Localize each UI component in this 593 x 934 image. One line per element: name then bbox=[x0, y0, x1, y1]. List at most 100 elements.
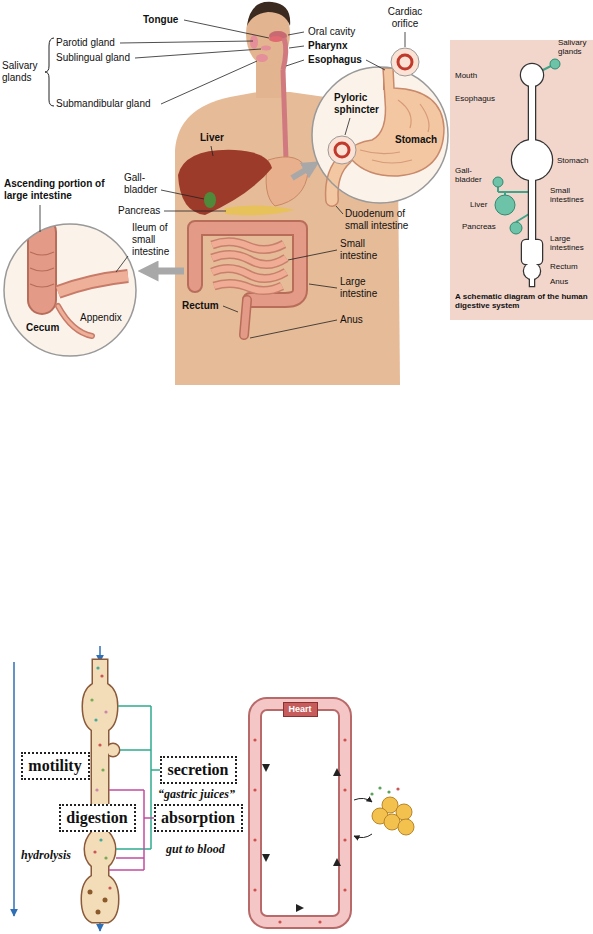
gut-particle bbox=[108, 886, 111, 889]
part-label: Pharynx bbox=[308, 40, 347, 52]
flow-diagram bbox=[262, 764, 341, 912]
zoom-arrow bbox=[148, 268, 184, 275]
schematic-panel bbox=[512, 64, 552, 286]
mouth-glands bbox=[261, 46, 271, 51]
cecum-inset bbox=[58, 276, 128, 292]
process-note: gut to blood bbox=[166, 842, 225, 856]
cecum-inset bbox=[58, 276, 128, 292]
schematic-label: Anus bbox=[550, 277, 568, 286]
gut-particle bbox=[93, 850, 96, 853]
body-cells bbox=[387, 790, 390, 793]
part-label: Stomach bbox=[394, 134, 438, 146]
cecum-inset bbox=[27, 232, 57, 300]
process-box: digestion bbox=[59, 804, 136, 832]
part-label: Salivary glands bbox=[2, 60, 42, 84]
leader-line bbox=[309, 284, 337, 288]
part-label: Anus bbox=[340, 314, 363, 326]
blood-cell bbox=[343, 738, 346, 741]
schematic-panel bbox=[495, 195, 515, 215]
body-cells bbox=[370, 786, 414, 835]
gut-particle bbox=[96, 666, 99, 669]
process-box: motility bbox=[21, 752, 90, 780]
node-text: secretion bbox=[167, 761, 228, 779]
schematic-label: Large intestines bbox=[550, 234, 590, 252]
schematic-panel bbox=[450, 40, 593, 320]
part-label: Pancreas bbox=[118, 205, 160, 217]
leader-line bbox=[405, 32, 406, 47]
flow-diagram bbox=[354, 798, 372, 802]
schematic-panel bbox=[450, 40, 593, 320]
flow-diagram bbox=[82, 660, 119, 922]
gut-particle bbox=[94, 718, 97, 721]
blood-cell bbox=[318, 920, 321, 923]
blood-cell bbox=[253, 888, 256, 891]
leader-line bbox=[164, 211, 226, 212]
part-label: Duodenum of small intestine bbox=[345, 208, 420, 232]
schematic-panel bbox=[510, 222, 522, 234]
stomach-inset bbox=[391, 48, 419, 76]
schematic-label: Stomach bbox=[557, 156, 589, 165]
leader-line bbox=[250, 320, 337, 338]
organs bbox=[204, 192, 216, 208]
gut-particle bbox=[101, 768, 104, 771]
body-cells bbox=[396, 787, 399, 790]
part-label: Submandibular gland bbox=[56, 98, 151, 110]
part-label: Sublingual gland bbox=[56, 52, 130, 64]
cecum-inset bbox=[30, 252, 54, 287]
node-text: Heart bbox=[288, 704, 311, 715]
stomach-inset bbox=[312, 48, 448, 203]
part-label: Liver bbox=[200, 132, 224, 144]
stomach-inset bbox=[398, 55, 412, 69]
leader-line bbox=[288, 250, 337, 260]
stomach-inset bbox=[312, 67, 448, 203]
process-box: secretion bbox=[160, 756, 237, 784]
leader-line bbox=[184, 20, 269, 38]
body-cells bbox=[370, 792, 373, 795]
mouth-glands bbox=[283, 70, 286, 160]
organs bbox=[212, 242, 286, 291]
part-label: Ileum of small intestine bbox=[132, 222, 174, 258]
schematic-label: Gall- bladder bbox=[455, 166, 485, 184]
organs bbox=[266, 157, 308, 206]
blood-cell bbox=[253, 788, 256, 791]
organs bbox=[195, 228, 300, 300]
flow-diagram bbox=[255, 704, 345, 922]
gut-particle bbox=[90, 698, 93, 701]
part-label: Pyloric sphincter bbox=[334, 92, 386, 116]
gut-particle bbox=[88, 666, 112, 914]
process-note: “gastric juices” bbox=[158, 787, 235, 801]
part-label: Tongue bbox=[143, 14, 178, 26]
gut-particle bbox=[96, 910, 101, 915]
flow-diagram bbox=[14, 646, 414, 931]
leader-line bbox=[120, 41, 253, 43]
mouth-glands bbox=[269, 36, 283, 42]
flow-diagram bbox=[255, 704, 345, 922]
organs bbox=[195, 228, 300, 300]
gut-particle bbox=[104, 710, 107, 713]
leader-line bbox=[211, 146, 213, 156]
schematic-label: Pancreas bbox=[462, 222, 496, 231]
mouth-glands bbox=[283, 38, 286, 70]
part-label: Appendix bbox=[80, 312, 122, 324]
stomach-inset bbox=[335, 143, 349, 157]
blood-cell bbox=[253, 838, 256, 841]
stomach-inset bbox=[328, 136, 356, 164]
gut-particle bbox=[99, 838, 102, 841]
flow-diagram bbox=[13, 662, 15, 916]
caption-text: A schematic diagram of the human digesti… bbox=[455, 292, 589, 310]
heart-box: Heart bbox=[283, 702, 318, 717]
process-box: absorption bbox=[154, 804, 243, 832]
leader-line bbox=[161, 190, 204, 199]
part-label: Large intestine bbox=[340, 276, 385, 300]
blood-cell bbox=[253, 738, 256, 741]
leader-line bbox=[289, 46, 304, 48]
organs bbox=[225, 205, 295, 215]
mouth-glands bbox=[256, 54, 268, 62]
node-text: absorption bbox=[161, 809, 235, 827]
part-label: Esophagus bbox=[308, 54, 362, 66]
leader-line bbox=[223, 306, 238, 312]
schematic-label: Esophagus bbox=[455, 94, 495, 103]
leader-line bbox=[135, 49, 261, 58]
gut-particle bbox=[98, 743, 101, 746]
